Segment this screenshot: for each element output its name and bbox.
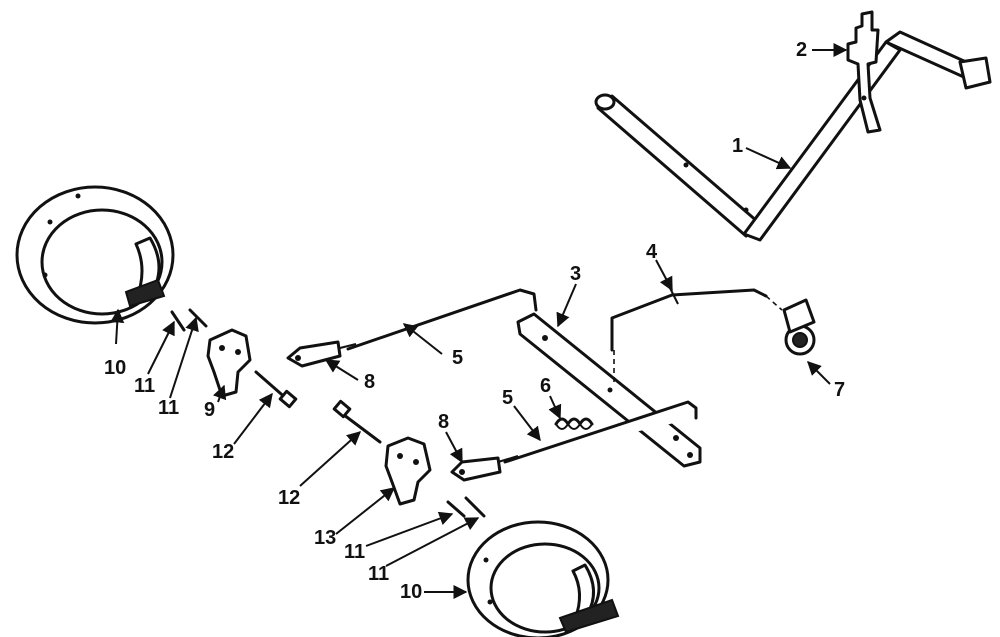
- ratchet-pawl: [846, 10, 882, 134]
- callout-11-c: 11: [344, 541, 365, 563]
- pivot-yoke: [782, 298, 816, 356]
- callout-3: 3: [570, 263, 581, 285]
- brake-rod-upper: [339, 288, 538, 351]
- brake-drum-lower: [466, 520, 620, 637]
- callout-13: 13: [314, 527, 336, 549]
- bolt-lower: [332, 399, 382, 444]
- callout-12-lower: 12: [278, 487, 300, 509]
- clevis-lower: [450, 456, 502, 482]
- return-spring: [554, 417, 594, 430]
- callout-labels: 1 2 3 4 5 5 6 7 8 8 9 10 10 11 11 11 11 …: [104, 39, 845, 603]
- callout-11-b: 11: [158, 397, 179, 419]
- callout-9: 9: [204, 399, 215, 421]
- callout-7: 7: [834, 379, 845, 401]
- callout-10-lower: 10: [400, 581, 422, 603]
- cross-rod: [610, 283, 783, 385]
- mounting-bracket-plate: [516, 312, 702, 468]
- callout-8-lower: 8: [438, 411, 449, 433]
- callout-10-upper: 10: [104, 357, 126, 379]
- clevis-upper: [286, 340, 342, 368]
- brake-rod-lower: [497, 400, 698, 464]
- callout-1: 1: [732, 135, 743, 157]
- callout-11-d: 11: [368, 563, 389, 585]
- callout-4: 4: [646, 241, 658, 263]
- pins-upper: [170, 308, 208, 332]
- callout-5-upper: 5: [452, 347, 463, 369]
- callout-11-a: 11: [134, 375, 155, 397]
- callout-6: 6: [540, 375, 551, 397]
- cam-lever-upper: [206, 328, 252, 398]
- cam-lever-lower: [384, 436, 432, 506]
- brake-drum-upper: [15, 185, 175, 325]
- leader-lines: [110, 43, 848, 599]
- bolt-upper: [254, 370, 298, 409]
- callout-12-upper: 12: [212, 441, 234, 463]
- callout-2: 2: [796, 39, 807, 61]
- pins-lower: [446, 496, 486, 518]
- brake-handle-lever: [594, 30, 992, 242]
- callout-8-upper: 8: [364, 371, 375, 393]
- callout-5-lower: 5: [502, 387, 513, 409]
